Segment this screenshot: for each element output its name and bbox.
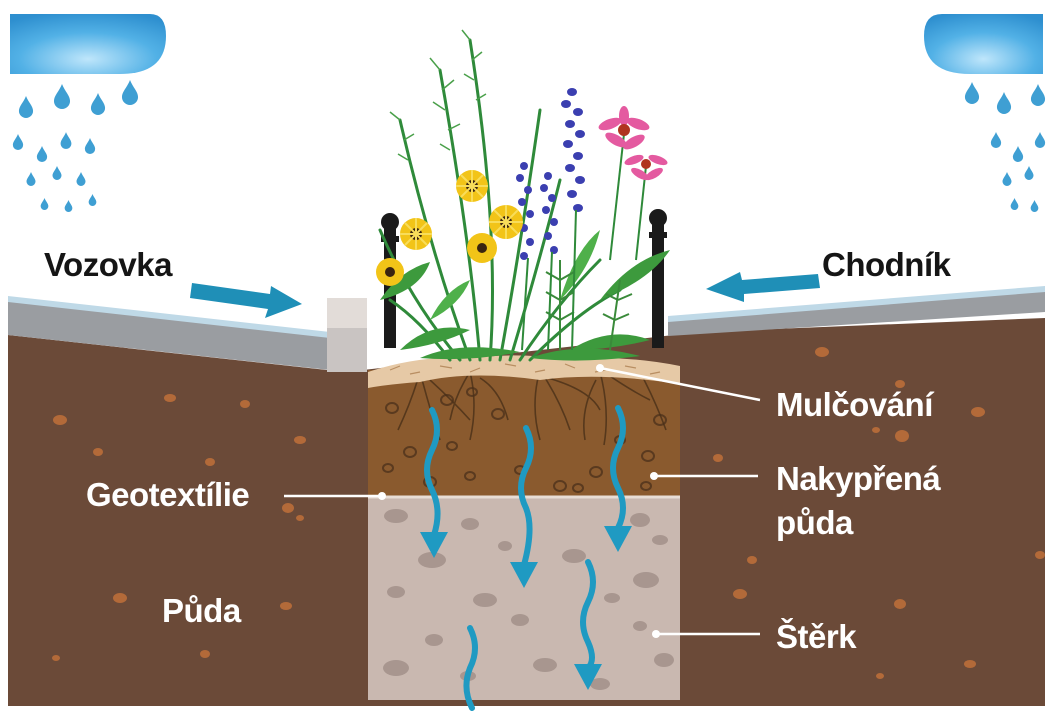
flowering-plants-icon bbox=[376, 30, 670, 361]
sidewalk-label: Chodník bbox=[822, 246, 952, 283]
gravel-layer bbox=[368, 497, 680, 700]
gravel-label: Štěrk bbox=[776, 617, 857, 655]
surface-flow-arrow-right bbox=[706, 272, 820, 302]
loosened-soil-label-line1: Nakypřená bbox=[776, 460, 941, 497]
coneflower-1 bbox=[597, 106, 651, 260]
mulch-label: Mulčování bbox=[776, 386, 935, 423]
lupine-spike-1 bbox=[561, 88, 585, 212]
road-label: Vozovka bbox=[44, 246, 173, 283]
rain-cloud-left bbox=[10, 14, 166, 212]
geotextile-label: Geotextílie bbox=[86, 476, 249, 513]
soil-label: Půda bbox=[162, 592, 242, 629]
raindrops-right bbox=[965, 82, 1045, 212]
rain-cloud-right bbox=[924, 14, 1045, 212]
rain-cloud-icon bbox=[924, 14, 1043, 74]
raindrops-left bbox=[13, 80, 138, 212]
loosened-soil-label-line2: půda bbox=[776, 504, 854, 541]
rain-garden-pit bbox=[368, 355, 680, 700]
bollard-right bbox=[649, 209, 667, 348]
bollard-icon bbox=[652, 222, 664, 348]
surface-flow-arrow-left bbox=[190, 283, 302, 318]
rain-cloud-icon bbox=[10, 14, 166, 74]
